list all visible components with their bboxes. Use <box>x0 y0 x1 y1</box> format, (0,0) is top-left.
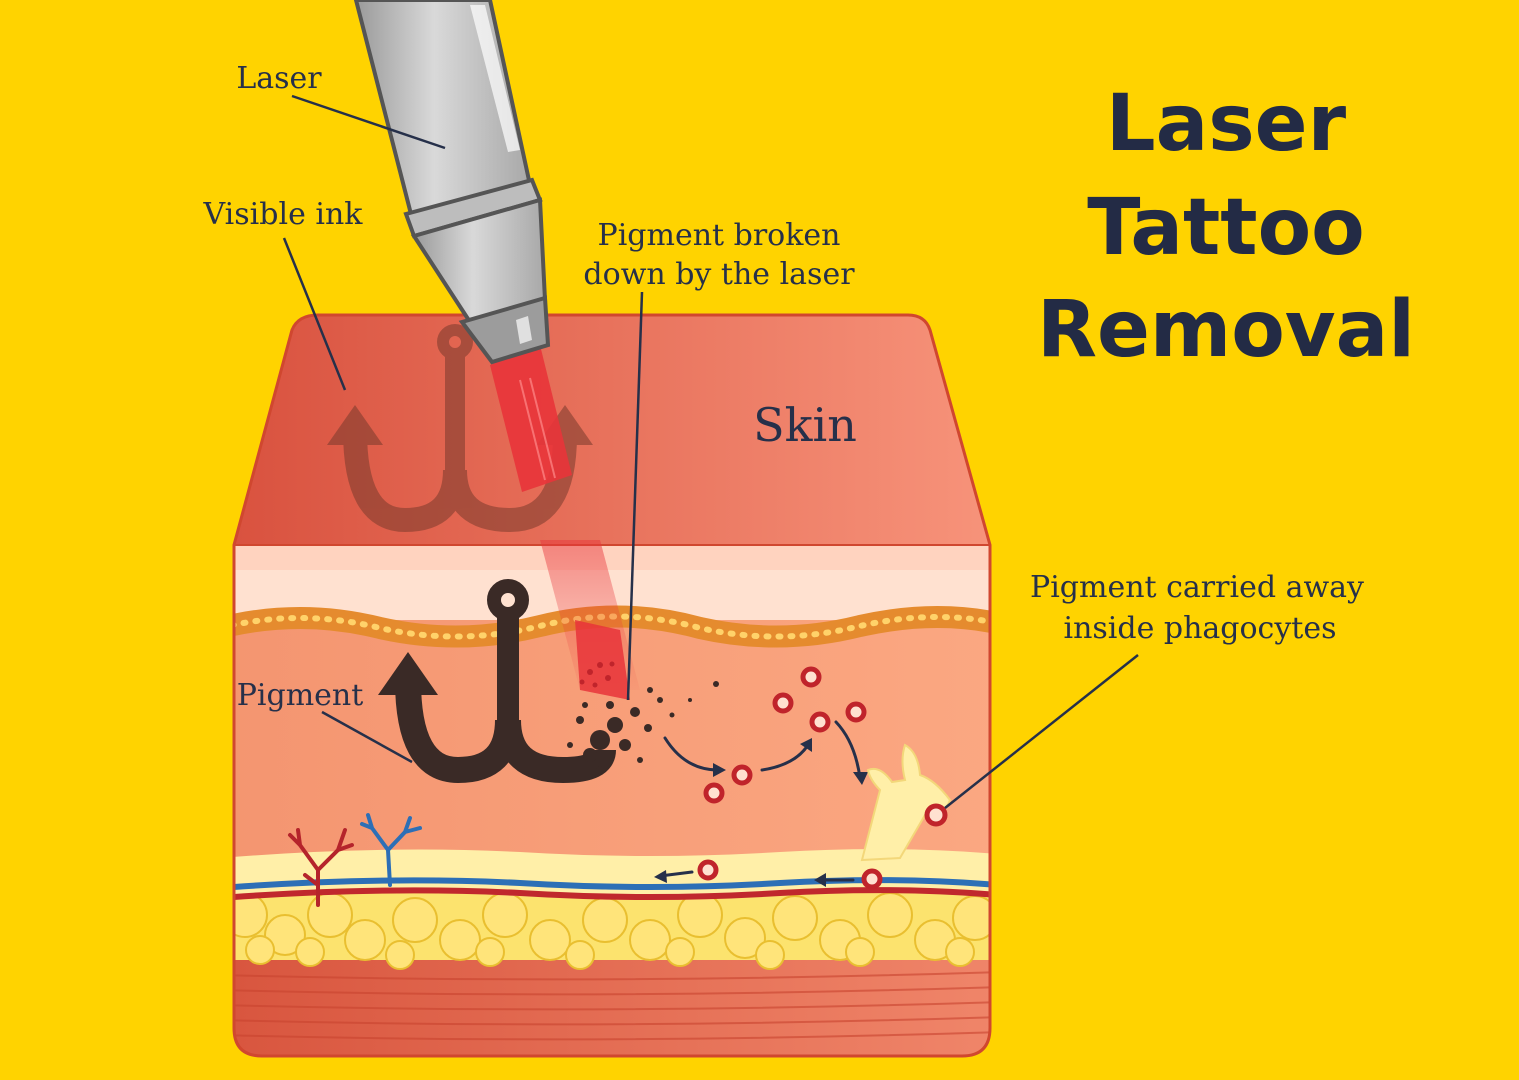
laser-label: Laser <box>236 61 322 96</box>
visible-ink-label: Visible ink <box>203 197 364 232</box>
laser-handpiece <box>353 0 551 365</box>
pigment-label: Pigment <box>237 678 364 713</box>
skin-label: Skin <box>753 398 857 452</box>
anchor-icon <box>378 579 616 784</box>
carried-away-label-line1: Pigment carried away <box>1030 570 1364 605</box>
artery <box>234 887 990 901</box>
carried-away-label-line2: inside phagocytes <box>1063 611 1336 646</box>
lymph-vessel <box>860 743 952 862</box>
title-line-2: Tattoo <box>1087 183 1365 273</box>
capillaries <box>288 813 422 907</box>
title-line-3: Removal <box>1037 285 1415 375</box>
skin-surface <box>234 315 990 545</box>
vein <box>234 877 990 891</box>
title-line-1: Laser <box>1106 79 1347 169</box>
pigment-particles <box>567 681 719 774</box>
leader-lines <box>282 94 1139 809</box>
laser-beam <box>490 345 640 700</box>
beam-tip <box>575 620 630 700</box>
muscle-striations <box>234 971 990 1041</box>
pigment-broken-label-line1: Pigment broken <box>598 218 841 253</box>
red-pigment-fragments <box>579 661 615 688</box>
phagocyte-cells <box>697 666 883 890</box>
arrow-heads <box>654 738 868 887</box>
hypodermis-band <box>234 849 990 900</box>
phagocyte-cell <box>924 803 948 827</box>
pigment-broken-label-line2: down by the laser <box>583 257 855 292</box>
